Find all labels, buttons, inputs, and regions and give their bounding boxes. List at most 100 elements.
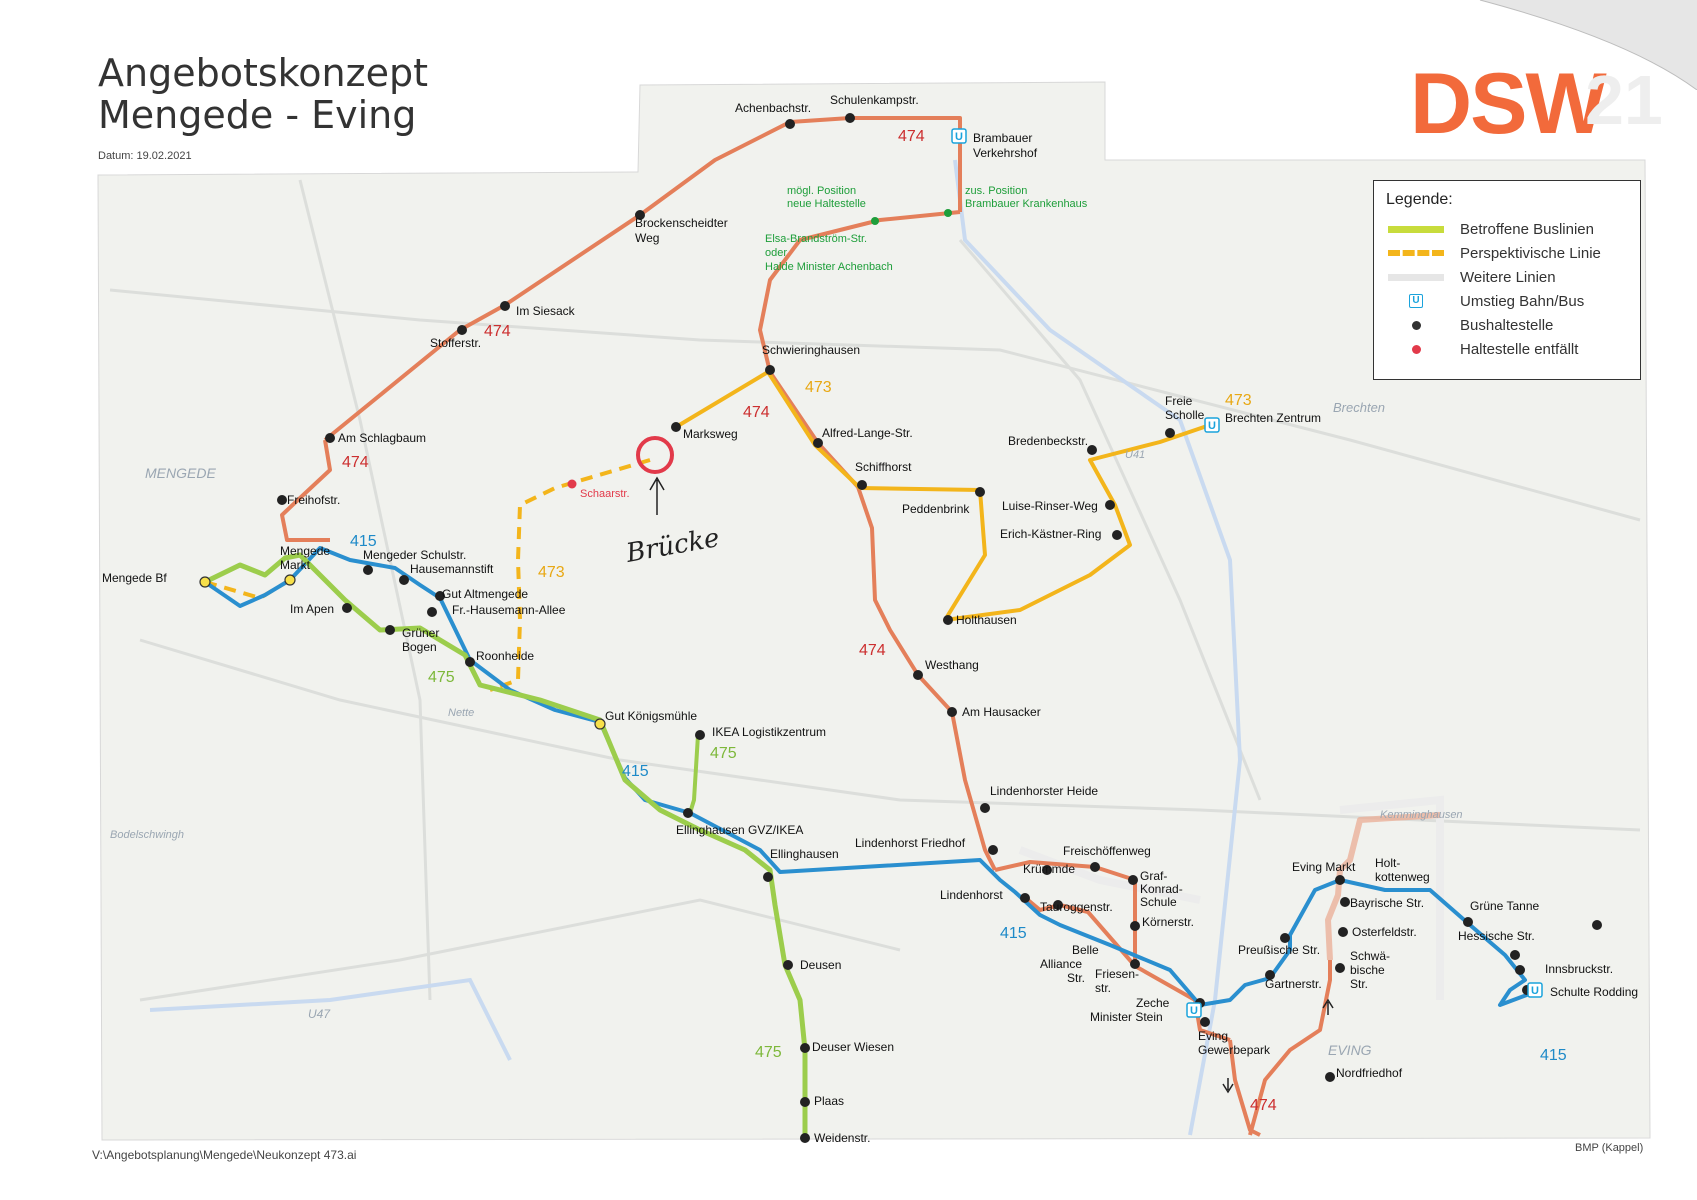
bus-stop-dot <box>1130 921 1140 931</box>
bus-stop-dot <box>325 433 335 443</box>
stop-label: str. <box>1095 981 1111 995</box>
bus-stop-dot <box>975 487 985 497</box>
bus-stop-dot <box>800 1133 810 1143</box>
title-line-2: Mengede - Eving <box>98 93 417 137</box>
legend-symbol: U <box>1386 294 1446 308</box>
stop-label: Nordfriedhof <box>1336 1066 1403 1080</box>
stop-label: Scholle <box>1165 408 1205 422</box>
line-474-route-east <box>1325 812 1441 961</box>
stop-label: Schiffhorst <box>855 460 912 474</box>
proposal-text: mögl. Position <box>787 185 856 197</box>
stop-label: Str. <box>1067 971 1085 985</box>
legend-label: Perspektivische Linie <box>1460 244 1601 262</box>
bus-stop-dot <box>947 707 957 717</box>
route-label-474: 474 <box>743 404 770 421</box>
bridge-marker <box>636 436 674 474</box>
dashed-line-icon <box>1388 250 1444 256</box>
u-transfer-icons: U U U U <box>951 128 1543 1018</box>
line-415-route <box>203 546 1541 1007</box>
place-name: Nette <box>448 707 474 719</box>
bus-stop-dot <box>277 495 287 505</box>
map-title: Angebotskonzept Mengede - Eving <box>98 52 428 136</box>
legend-label: Weitere Linien <box>1460 268 1556 286</box>
bus-stop-dot <box>800 1097 810 1107</box>
stop-label: Im Apen <box>290 602 334 616</box>
bus-stop-dot <box>199 576 211 588</box>
stop-label: Friesen- <box>1095 967 1139 981</box>
svg-text:U: U <box>1531 985 1539 997</box>
stop-label: Belle <box>1072 943 1099 957</box>
route-label-415: 415 <box>622 763 649 780</box>
bus-stop-dot <box>1130 959 1140 969</box>
bus-stop-dot <box>785 119 795 129</box>
title-line-1: Angebotskonzept <box>98 51 428 95</box>
place-name: Brechten <box>1333 400 1385 415</box>
stop-label: Westhang <box>925 658 979 672</box>
legend-row-affected-lines: Betroffene Buslinien <box>1386 217 1628 241</box>
proposed-stop-dot <box>944 209 952 217</box>
stop-label: Hausemannstift <box>410 562 494 576</box>
stop-label: Brechten Zentrum <box>1225 411 1321 425</box>
stop-label: Weg <box>635 231 659 245</box>
place-name: Kemminghausen <box>1380 809 1463 821</box>
bus-stop-dot <box>594 718 606 730</box>
place-name: MENGEDE <box>145 465 216 481</box>
bus-stop-dot <box>1463 917 1473 927</box>
stop-label: Schulte Rodding <box>1550 985 1638 999</box>
bus-stop-dot <box>635 210 645 220</box>
stop-label: Schulenkampstr. <box>830 93 919 107</box>
route-label-415: 415 <box>1540 1047 1567 1064</box>
stop-label: Mengede <box>280 544 330 558</box>
bus-stop-dot <box>1325 1072 1335 1082</box>
stop-label: Innsbruckstr. <box>1545 962 1613 976</box>
bus-stop-dot <box>1090 862 1100 872</box>
legend-label: Bushaltestelle <box>1460 316 1554 334</box>
stop-label: Krümmde <box>1023 862 1075 876</box>
bus-stop-dot <box>1105 500 1115 510</box>
arrow-icon <box>1322 998 1334 1015</box>
logo-year-suffix: 21 <box>1585 61 1663 139</box>
legend-symbol <box>1386 273 1446 281</box>
bus-stop-dot <box>1335 875 1345 885</box>
place-name: EVING <box>1328 1042 1372 1058</box>
proposal-text: zus. Position <box>965 185 1027 197</box>
line-473-route <box>674 370 1211 622</box>
stop-label: Ellinghausen GVZ/IKEA <box>676 823 803 837</box>
stop-label: Ellinghausen <box>770 847 839 861</box>
route-label-475: 475 <box>428 669 455 686</box>
arrow-icon <box>649 476 665 515</box>
bus-stop-dot <box>683 808 693 818</box>
u-bahn-icon: U <box>1204 417 1220 433</box>
stop-label: Alliance <box>1040 957 1082 971</box>
stop-label: Markt <box>280 558 311 572</box>
stop-label: Bredenbeckstr. <box>1008 434 1088 448</box>
bus-stop-dot <box>1280 933 1290 943</box>
route-number-labels: 474 474 474 474 474 474 473 473 473 415 … <box>342 128 1567 1114</box>
removed-stop-dot <box>567 479 577 489</box>
legend-symbol <box>1386 225 1446 233</box>
u-bahn-icon: U <box>1409 294 1423 308</box>
bus-stop-dot <box>1053 900 1063 910</box>
route-label-474: 474 <box>1250 1097 1277 1114</box>
bus-stop-dot <box>857 480 867 490</box>
stop-label: Am Schlagbaum <box>338 431 426 445</box>
stop-label: Gut Königsmühle <box>605 709 697 723</box>
proposed-stop-dot <box>871 217 879 225</box>
rail-lines <box>149 159 1243 1136</box>
bus-stop-dot <box>1042 865 1052 875</box>
stop-label: Deusen <box>800 958 841 972</box>
bus-stop-dot <box>500 301 510 311</box>
stop-label: Grüne Tanne <box>1470 899 1539 913</box>
stop-label: Gartnerstr. <box>1265 977 1322 991</box>
bus-stop-dot <box>399 575 409 585</box>
legend-symbol <box>1386 320 1446 330</box>
stop-label: Freihofstr. <box>287 493 340 507</box>
stop-label: Im Siesack <box>516 304 576 318</box>
legend-symbol <box>1386 250 1446 256</box>
stop-label: Alfred-Lange-Str. <box>822 426 913 440</box>
bus-stop-dot <box>1510 950 1520 960</box>
stop-label: Gewerbepark <box>1198 1043 1271 1057</box>
bus-stop-dot <box>427 607 437 617</box>
svg-text:U: U <box>955 131 963 143</box>
